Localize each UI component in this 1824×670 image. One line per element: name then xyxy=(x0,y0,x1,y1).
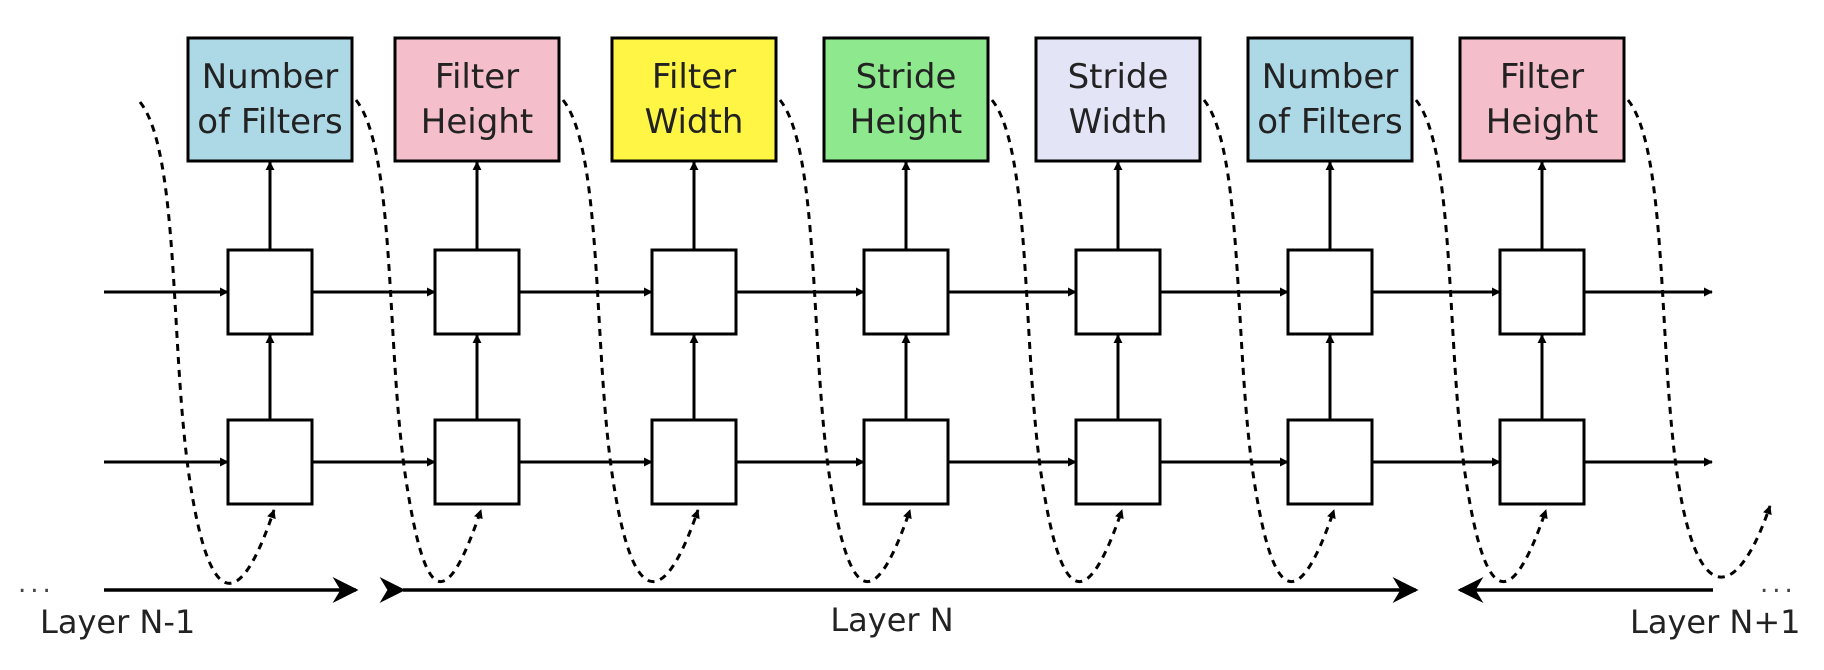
param-box-2 xyxy=(610,36,778,163)
param-box-3 xyxy=(822,36,990,163)
param-label-line1-6: Filter xyxy=(1500,57,1584,97)
param-label-line2-0: of Filters xyxy=(197,102,343,142)
param-box-6 xyxy=(1458,36,1626,163)
ellipsis-left: ... xyxy=(18,569,55,599)
param-label-line1-2: Filter xyxy=(652,57,736,97)
param-box-1 xyxy=(393,36,561,163)
feedback-curve-5 xyxy=(1202,99,1336,584)
param-box-0 xyxy=(186,36,354,163)
upper-cell-2 xyxy=(650,248,738,336)
feedback-curve-6 xyxy=(1414,99,1548,584)
param-label-line2-1: Height xyxy=(421,102,533,142)
param-label-line2-4: Width xyxy=(1069,102,1168,142)
feedback-curve-2 xyxy=(561,99,700,584)
param-box-5 xyxy=(1246,36,1414,163)
lower-cell-5 xyxy=(1286,418,1374,506)
upper-cell-6 xyxy=(1498,248,1586,336)
param-label-line1-1: Filter xyxy=(435,57,519,97)
param-label-line2-2: Width xyxy=(645,102,744,142)
upper-cell-1 xyxy=(433,248,521,336)
lower-cell-1 xyxy=(433,418,521,506)
lower-cell-3 xyxy=(862,418,950,506)
param-label-line2-6: Height xyxy=(1486,102,1598,142)
feedback-curve-3 xyxy=(778,99,912,584)
param-box-4 xyxy=(1034,36,1202,163)
layer-next-label: Layer N+1 xyxy=(1630,603,1801,641)
hidden-state-flow xyxy=(104,161,1713,467)
lower-cell-6 xyxy=(1498,418,1586,506)
param-label-line1-5: Number xyxy=(1262,57,1399,97)
layer-annotations: ... ... Layer N-1 Layer N Layer N+1 xyxy=(18,569,1801,641)
upper-cell-0 xyxy=(226,248,314,336)
upper-cell-3 xyxy=(862,248,950,336)
upper-cell-5 xyxy=(1286,248,1374,336)
ellipsis-right: ... xyxy=(1760,569,1797,599)
lower-cell-4 xyxy=(1074,418,1162,506)
param-label-line1-0: Number xyxy=(202,57,339,97)
feedback-curve-1 xyxy=(354,99,483,584)
param-label-line1-4: Stride xyxy=(1068,57,1169,97)
param-label-line2-5: of Filters xyxy=(1257,102,1403,142)
feedback-curve-out xyxy=(1626,99,1772,579)
param-label-line2-3: Height xyxy=(850,102,962,142)
feedback-connections xyxy=(138,99,1772,585)
layer-current-label: Layer N xyxy=(830,601,953,639)
rnn-cells xyxy=(226,248,1586,506)
upper-cell-4 xyxy=(1074,248,1162,336)
feedback-curve-0 xyxy=(138,101,276,585)
param-label-line1-3: Stride xyxy=(856,57,957,97)
feedback-curve-4 xyxy=(990,99,1124,584)
lower-cell-2 xyxy=(650,418,738,506)
lower-cell-0 xyxy=(226,418,314,506)
layer-prev-label: Layer N-1 xyxy=(40,603,195,641)
